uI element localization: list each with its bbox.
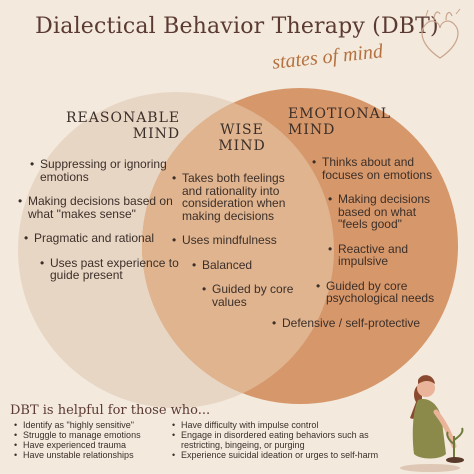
page-title: Dialectical Behavior Therapy (DBT): [35, 14, 439, 39]
list-item: Have experienced trauma: [14, 440, 184, 450]
helpful-list-left: Identify as "highly sensitive" Struggle …: [14, 420, 184, 460]
list-item: Making decisions based on what "makes se…: [18, 195, 180, 220]
list-item: Guided by core psychological needs: [316, 279, 442, 305]
emotional-header-line1: EMOTIONAL: [288, 106, 392, 122]
anatomical-heart-icon: [421, 8, 461, 59]
list-item: Experience suicidal ideation or urges to…: [172, 450, 412, 460]
list-item: Uses past experience to guide present: [40, 256, 180, 282]
wise-mind-list: Takes both feelings and rationality into…: [172, 172, 302, 320]
list-item: Defensive / self-protective: [272, 316, 442, 330]
list-item: Takes both feelings and rationality into…: [172, 172, 302, 222]
reasonable-mind-header: REASONABLE MIND: [66, 110, 180, 142]
list-item: Identify as "highly sensitive": [14, 420, 184, 430]
list-item: Struggle to manage emotions: [14, 430, 184, 440]
list-item: Reactive and impulsive: [328, 242, 442, 268]
wise-header-line1: WISE: [220, 122, 264, 138]
list-item: Uses mindfulness: [172, 234, 302, 247]
woman-planting-illustration: [400, 375, 464, 472]
wise-mind-header: WISE MIND: [212, 122, 272, 154]
helpful-list-right: Have difficulty with impulse control Eng…: [172, 420, 412, 460]
list-item: Suppressing or ignoring emotions: [30, 158, 180, 183]
list-item: Pragmatic and rational: [24, 232, 180, 245]
list-item: Balanced: [192, 258, 302, 272]
list-item: Have difficulty with impulse control: [172, 420, 412, 430]
emotional-header-line2: MIND: [288, 122, 336, 138]
list-item: Thinks about and focuses on emotions: [312, 156, 442, 181]
reasonable-header-line1: REASONABLE: [66, 110, 181, 126]
list-item: Have unstable relationships: [14, 450, 184, 460]
emotional-mind-header: EMOTIONAL MIND: [288, 106, 391, 138]
emotional-mind-list: Thinks about and focuses on emotions Mak…: [272, 156, 442, 341]
list-item: Making decisions based on what "feels go…: [328, 193, 442, 231]
list-item: Engage in disordered eating behaviors su…: [172, 430, 412, 450]
helpful-title: DBT is helpful for those who...: [10, 403, 211, 418]
wise-header-line2: MIND: [218, 138, 266, 154]
list-item: Guided by core values: [202, 283, 302, 308]
reasonable-mind-list: Suppressing or ignoring emotions Making …: [18, 158, 180, 294]
reasonable-header-line2: MIND: [132, 126, 181, 142]
